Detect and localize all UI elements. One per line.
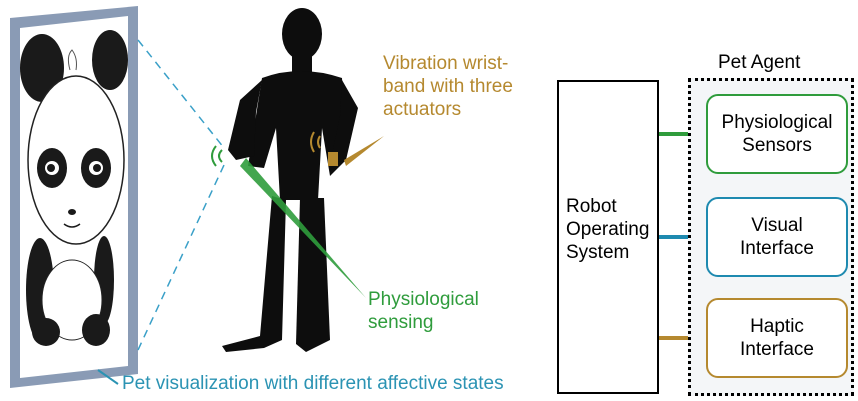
projection-line <box>137 164 225 351</box>
vibration-wristband-label: Vibration wrist- band with three actuato… <box>383 52 513 121</box>
vibration-label-line: band with three <box>383 76 513 97</box>
connector-haptic <box>659 336 706 340</box>
sensing-label-line: sensing <box>368 312 434 333</box>
connector-visual <box>659 235 706 239</box>
projection-line <box>137 39 225 149</box>
person-silhouette <box>222 8 358 352</box>
module-label-line: Interface <box>740 238 814 259</box>
sensing-label-line: Physiological <box>368 289 479 310</box>
vibration-pointer <box>344 136 384 166</box>
ros-label-line: Robot <box>566 196 617 217</box>
robot-operating-system-box: Robot Operating System <box>557 80 659 394</box>
haptic-interface-module: Haptic Interface <box>706 298 848 378</box>
pet-agent-title: Pet Agent <box>718 52 801 73</box>
physiological-sensing-label: Physiological sensing <box>368 288 479 334</box>
wristband-icon <box>328 152 338 166</box>
connector-physiological <box>659 132 706 136</box>
module-label-line: Sensors <box>742 135 812 156</box>
vibration-label-line: actuators <box>383 99 462 120</box>
ros-label: Robot Operating System <box>566 195 649 264</box>
pet-visualization-label: Pet visualization with different affecti… <box>122 373 504 394</box>
frame-pointer <box>97 369 119 385</box>
sensing-pointer <box>240 158 366 298</box>
module-label-line: Physiological <box>721 112 833 133</box>
module-label-line: Haptic <box>750 316 804 337</box>
module-label-line: Interface <box>740 339 814 360</box>
visual-interface-module: Visual Interface <box>706 197 848 277</box>
vibration-label-line: Vibration wrist- <box>383 53 509 74</box>
vibration-icon <box>310 131 321 153</box>
ros-label-line: System <box>566 242 630 263</box>
sensing-wave-icon <box>211 145 223 167</box>
ros-label-line: Operating <box>566 219 650 240</box>
physiological-sensors-module: Physiological Sensors <box>706 94 848 174</box>
module-label-line: Visual <box>751 215 803 236</box>
panda-icon <box>20 30 128 346</box>
